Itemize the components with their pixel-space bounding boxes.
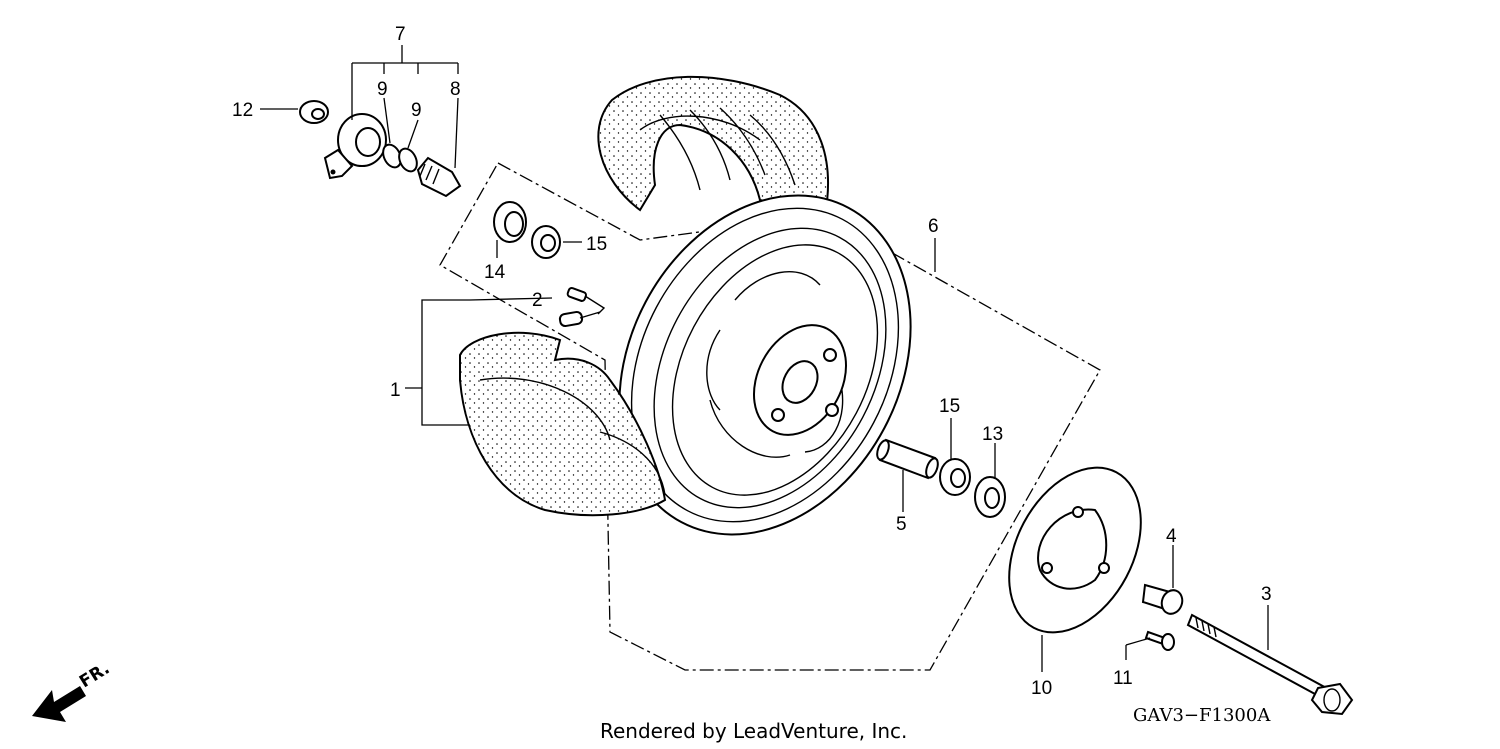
dust-seal-14: [493, 201, 527, 243]
callout-13: 13: [982, 424, 1003, 445]
rendered-by-caption: Rendered by LeadVenture, Inc.: [600, 719, 907, 743]
callout-10: 10: [1031, 678, 1052, 699]
tire-upper-cutaway: [597, 75, 829, 217]
diagram-code: GAV3−F1300A: [1133, 705, 1271, 726]
callout-11-leader-2: [1125, 637, 1151, 646]
callout-1: 1: [390, 380, 401, 401]
dust-seal-13: [974, 476, 1006, 518]
tire-valve: [558, 287, 606, 328]
gearbox-cap-12: [299, 100, 329, 124]
collar-4: [1141, 583, 1184, 615]
wheel-hub: [752, 324, 848, 436]
callout-5: 5: [896, 514, 907, 535]
callout-14: 14: [484, 262, 506, 283]
callout-7: 7: [395, 24, 406, 45]
tire-lower-cutaway: [459, 331, 667, 517]
callout-15b: 15: [939, 396, 960, 417]
callout-6: 6: [928, 216, 939, 237]
callout-2-leader: [469, 297, 553, 301]
washers-9: [382, 143, 418, 173]
callout-4: 4: [1166, 526, 1177, 547]
callout-15a: 15: [586, 234, 607, 255]
front-direction-arrow-icon: FR.: [32, 659, 113, 722]
callout-7-bracket: [351, 45, 459, 169]
speedometer-gearbox: [323, 113, 387, 180]
front-direction-label: FR.: [76, 659, 113, 693]
bearing-15-upper: [531, 225, 561, 259]
brake-disc-10: [1008, 466, 1142, 634]
disc-bolt-11: [1144, 630, 1175, 651]
callout-12: 12: [232, 100, 253, 121]
wheel-rim: [618, 194, 912, 536]
bearing-15-lower: [939, 458, 971, 496]
axle-spacer-5: [876, 438, 939, 480]
callout-1-bracket: [405, 299, 470, 426]
callout-8: 8: [450, 79, 461, 100]
callout-9a: 9: [377, 79, 388, 100]
speedometer-gear-8: [416, 156, 462, 198]
callout-3: 3: [1261, 584, 1272, 605]
callout-11: 11: [1113, 668, 1133, 689]
front-axle-3: [1186, 613, 1354, 716]
callout-2: 2: [532, 290, 543, 311]
callout-9b: 9: [411, 100, 422, 121]
